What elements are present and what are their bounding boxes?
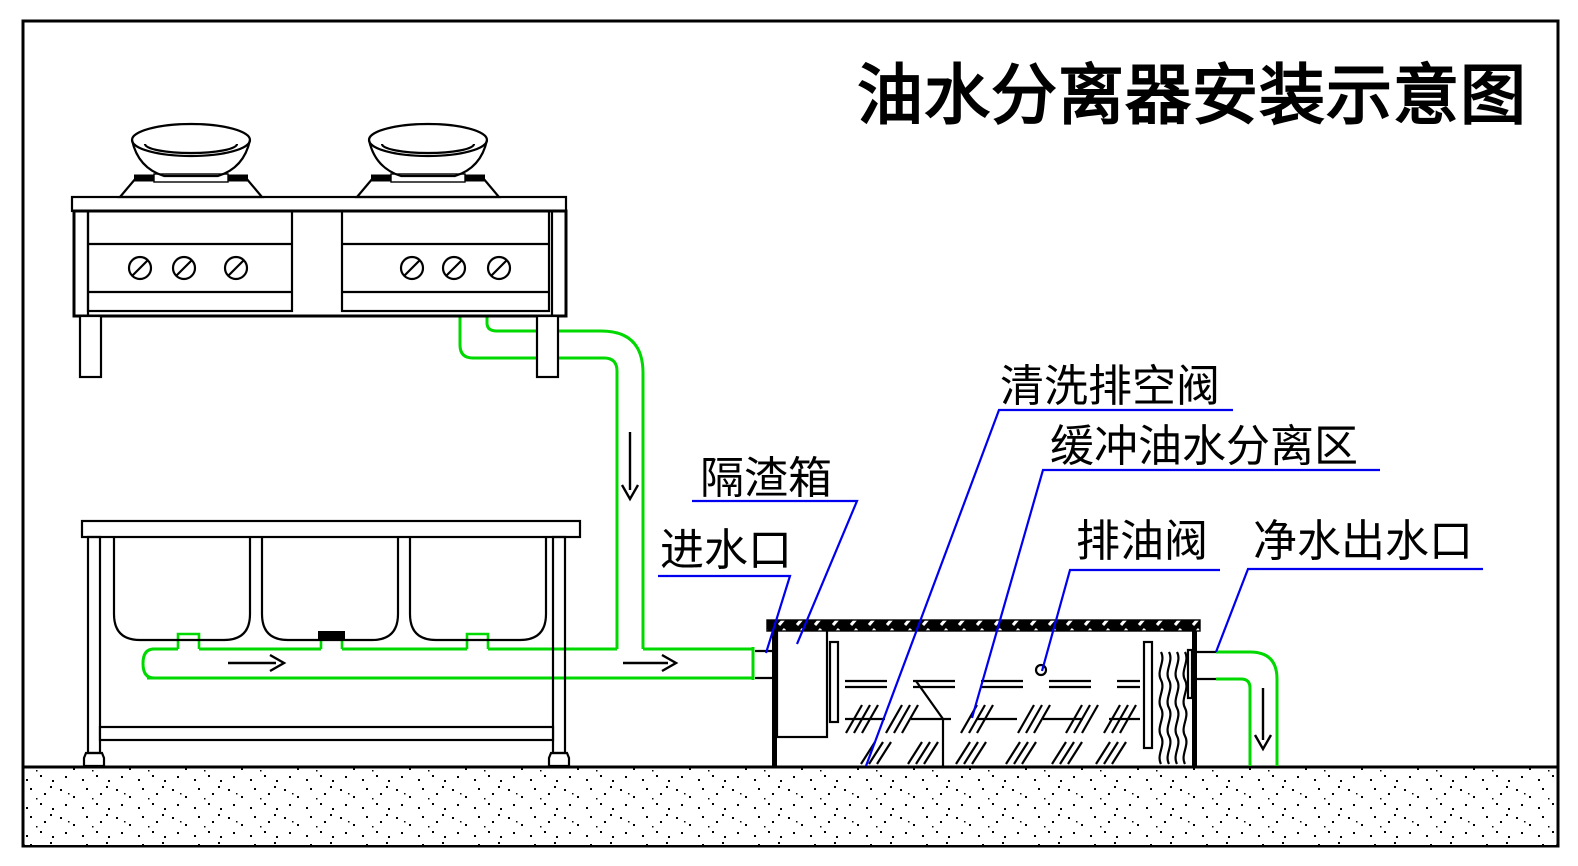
leader-residue-box bbox=[692, 499, 859, 645]
oil-drain-valve-port bbox=[1034, 663, 1048, 677]
inlet-pipe-flow-arrow bbox=[623, 653, 679, 673]
drawing-title: 油水分离器安装示意图 bbox=[857, 60, 1527, 133]
outlet-drop-flow-arrow bbox=[1253, 688, 1273, 752]
basin2-drain-plug bbox=[318, 631, 345, 640]
knob bbox=[441, 255, 467, 281]
sink-basin-3 bbox=[408, 537, 548, 642]
wok-bowl bbox=[130, 139, 252, 178]
separator-inlet-stub bbox=[755, 649, 775, 680]
stove-knobs bbox=[127, 255, 512, 281]
flow-arrows bbox=[228, 432, 1273, 752]
label-clean-water-outlet: 净水出水口 bbox=[1253, 517, 1473, 566]
leader-oil-drain-valve bbox=[1040, 568, 1220, 672]
stove-countertop bbox=[70, 195, 568, 213]
stove-right-panel bbox=[340, 209, 551, 313]
water-level-slashes bbox=[845, 704, 1137, 734]
leader-buffer-separation-zone bbox=[970, 468, 1380, 719]
leader-water-inlet bbox=[658, 574, 792, 654]
oil-level-lines bbox=[845, 679, 1140, 689]
label-water-inlet: 进水口 bbox=[660, 526, 792, 575]
stove-drop-pipe-inner bbox=[485, 316, 645, 649]
annotation-water-inlet: 进水口 bbox=[658, 526, 792, 654]
annotation-residue-box: 隔渣箱 bbox=[692, 454, 859, 645]
leader-clean-water-outlet bbox=[1214, 567, 1483, 653]
sink-basin-2 bbox=[260, 537, 400, 642]
separator-left-wall bbox=[772, 628, 777, 766]
drain-pipework bbox=[141, 316, 1279, 766]
sink-tabletop bbox=[80, 519, 582, 539]
sink-lower-shelf bbox=[98, 725, 555, 742]
ground bbox=[23, 765, 1558, 845]
annotation-clean-water-outlet: 净水出水口 bbox=[1214, 517, 1483, 653]
wok-rim bbox=[367, 122, 489, 158]
stove-left-panel bbox=[86, 209, 294, 313]
basin1-drain-stub bbox=[176, 632, 201, 649]
label-buffer-separation-zone: 缓冲油水分离区 bbox=[1050, 422, 1358, 471]
sink-left-foot bbox=[82, 751, 106, 768]
wok-inner-lip bbox=[143, 143, 239, 155]
sink-drain-pipe-left-cap bbox=[141, 647, 155, 680]
knob bbox=[127, 255, 153, 281]
inlet-baffle bbox=[828, 640, 840, 724]
wok-inner-lip bbox=[380, 143, 476, 155]
outlet-pipe-outer bbox=[1216, 650, 1279, 766]
sink-right-foot bbox=[547, 751, 571, 768]
knob bbox=[486, 255, 512, 281]
outlet-baffle bbox=[1142, 640, 1154, 750]
burner-ring-inner bbox=[390, 173, 466, 183]
knob bbox=[171, 255, 197, 281]
wok-bowl bbox=[367, 139, 489, 178]
annotation-oil-drain-valve: 排油阀 bbox=[1040, 517, 1220, 672]
separator-outlet-stub bbox=[1197, 650, 1216, 681]
stove-panel-trim-lines bbox=[88, 242, 549, 294]
stove bbox=[70, 122, 568, 379]
label-residue-box: 隔渣箱 bbox=[700, 454, 832, 503]
label-oil-drain-valve: 排油阀 bbox=[1076, 517, 1208, 566]
stove-right-leg bbox=[535, 314, 560, 379]
wok-rim bbox=[130, 122, 252, 158]
ground-stipple bbox=[25, 768, 1556, 845]
oil-water-separator bbox=[755, 619, 1216, 766]
knob bbox=[223, 255, 249, 281]
separator-lid bbox=[766, 619, 1201, 632]
annotation-cleaning-drain-valve: 清洗排空阀 bbox=[864, 362, 1233, 767]
annotations: 隔渣箱 进水口 清洗排空阀 缓冲油水分离区 排油阀 净水出水口 bbox=[658, 362, 1483, 767]
basin3-drain-stub bbox=[465, 632, 490, 649]
sink-basin-1 bbox=[112, 537, 252, 642]
outlet-pipe-inner bbox=[1216, 677, 1252, 766]
wok-right bbox=[354, 122, 502, 199]
stove-body bbox=[72, 209, 568, 318]
sink-table bbox=[80, 519, 582, 768]
coalescing-waves bbox=[1158, 651, 1188, 765]
tank-bottom-slashes bbox=[860, 741, 1127, 765]
wok-left bbox=[117, 122, 265, 199]
leader-cleaning-drain-valve bbox=[864, 408, 1233, 767]
knob bbox=[399, 255, 425, 281]
drawing-frame bbox=[21, 19, 1560, 848]
sink-pipe-flow-arrow bbox=[228, 653, 287, 673]
stove-left-leg bbox=[78, 314, 103, 379]
outlet-weir-plate bbox=[1186, 648, 1194, 700]
stove-drop-flow-arrow bbox=[620, 432, 640, 502]
annotation-buffer-separation-zone: 缓冲油水分离区 bbox=[970, 422, 1380, 719]
burner-ring-inner bbox=[153, 173, 229, 183]
separator-right-wall bbox=[1192, 628, 1197, 766]
label-cleaning-drain-valve: 清洗排空阀 bbox=[1000, 362, 1220, 411]
